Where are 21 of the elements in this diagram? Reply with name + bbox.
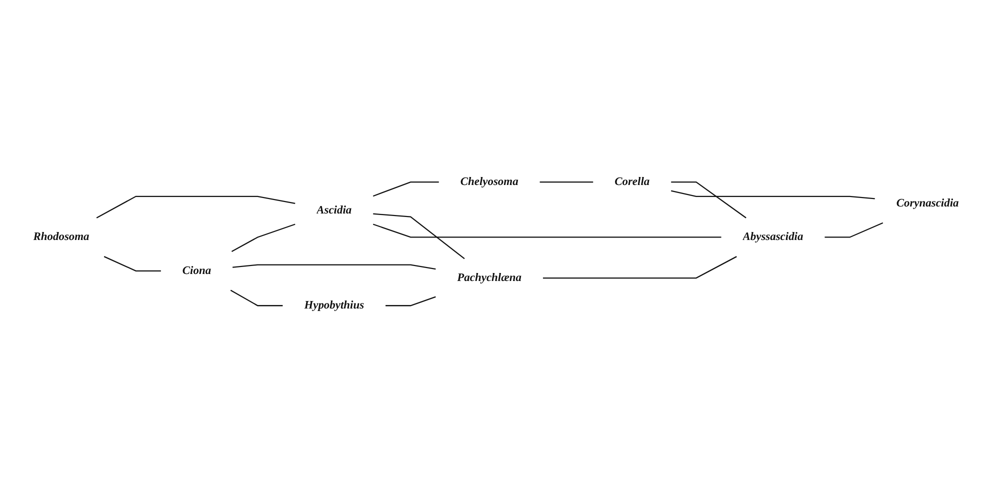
node-text: Chelyosoma (460, 175, 518, 188)
connector (232, 264, 436, 270)
node-text: Corella (614, 175, 650, 188)
connector (824, 222, 884, 238)
node-text: Pachychlæna (457, 271, 522, 284)
connector (670, 190, 875, 199)
node-text: Rhodosoma (33, 230, 90, 243)
node-text: Ciona (182, 264, 212, 276)
connector (372, 223, 722, 238)
connector (373, 212, 465, 259)
connector (542, 256, 737, 278)
connector (671, 181, 746, 218)
connector (540, 181, 594, 182)
node-text: Corynascidia (896, 196, 959, 209)
connector (96, 195, 296, 218)
connector (372, 181, 439, 196)
connector (231, 223, 296, 252)
connector (386, 296, 436, 306)
connector (104, 256, 161, 272)
node-text: Hypobythius (304, 298, 364, 312)
connector (230, 289, 283, 306)
